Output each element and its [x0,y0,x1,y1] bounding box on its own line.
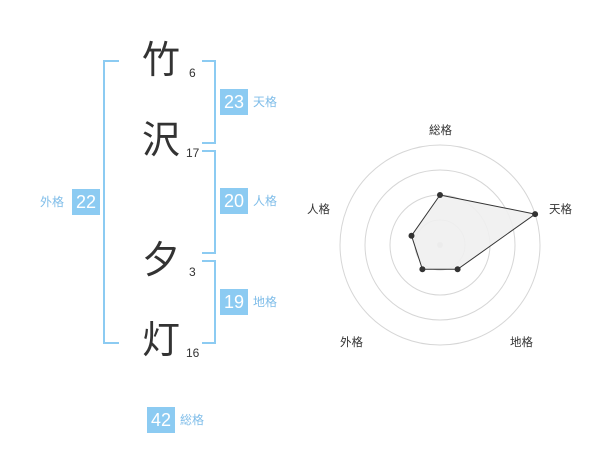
radar-point-1 [532,211,539,218]
name-char-2: 沢 [142,118,181,162]
tenkaku-bracket [202,60,216,144]
radar-grid-ring [339,144,541,346]
axis-label-soukaku: 総格 [429,123,452,137]
axis-label-gaikaku: 外格 [340,335,363,349]
radar-series-polygon [410,194,537,270]
jinkaku-bracket [202,150,216,254]
gaikaku-bracket [103,60,119,344]
soukaku-value: 42 [147,407,175,433]
stroke-count-1: 6 [189,66,196,80]
axis-label-tenkaku: 天格 [549,202,572,216]
name-char-4: 灯 [142,318,181,362]
chikaku-bracket [202,260,216,344]
soukaku-label: 総格 [180,413,205,427]
radar-grid-ring [364,169,516,321]
name-char-3: 夕 [142,238,181,282]
jinkaku-label: 人格 [253,194,278,208]
stroke-count-4: 16 [186,346,200,360]
stroke-count-3: 3 [189,265,196,279]
chikaku-label: 地格 [253,295,278,309]
radar-point-0 [437,192,443,198]
gaikaku-label: 外格 [40,195,65,209]
radar-point-2 [454,266,461,273]
tenkaku-label: 天格 [253,95,278,109]
axis-label-jinkaku: 人格 [307,202,330,216]
stroke-count-2: 17 [186,146,200,160]
jinkaku-value: 20 [220,188,248,214]
tenkaku-value: 23 [220,89,248,115]
chikaku-value: 19 [220,289,248,315]
name-char-1: 竹 [142,38,181,82]
axis-label-chikaku: 地格 [510,335,533,349]
radar-point-3 [419,266,426,273]
radar-point-4 [408,232,415,239]
gaikaku-value: 22 [72,189,100,215]
